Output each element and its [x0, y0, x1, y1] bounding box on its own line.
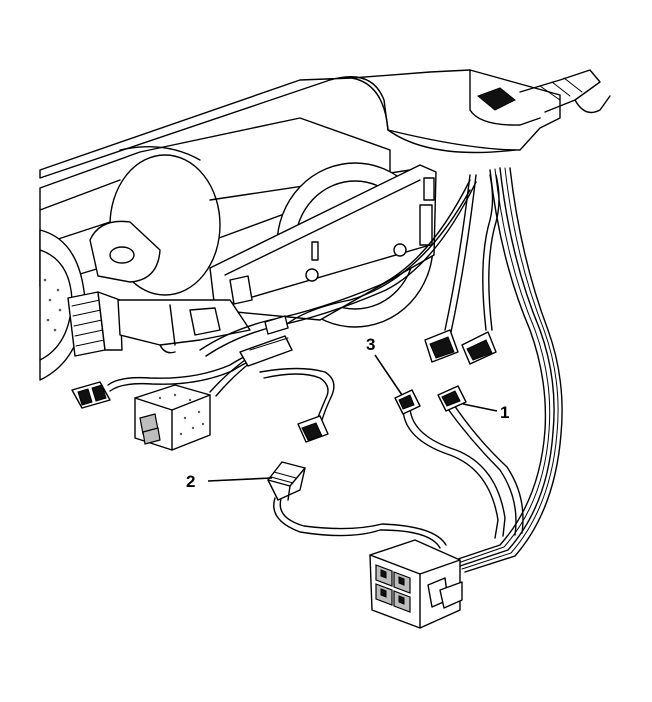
main-harness-connector [369, 539, 463, 629]
connector-3 [394, 389, 421, 415]
callout-3: 3 [366, 335, 403, 396]
harness-wires [107, 167, 563, 573]
connector-1 [437, 385, 467, 412]
steering-column-housing [39, 69, 611, 179]
flat-plug-connector [297, 415, 329, 443]
callout-2-label: 2 [186, 472, 195, 491]
callout-3-label: 3 [366, 335, 375, 354]
connector-2 [267, 461, 306, 501]
mounting-bracket [117, 164, 437, 354]
callout-1-label: 1 [500, 403, 509, 422]
inline-connectors [239, 315, 293, 367]
small-connector-left [71, 381, 111, 409]
callout-1: 1 [462, 403, 509, 422]
cube-connector [134, 384, 211, 451]
column-gear [39, 229, 123, 381]
upper-connectors [424, 329, 497, 365]
callout-2: 2 [186, 472, 273, 491]
